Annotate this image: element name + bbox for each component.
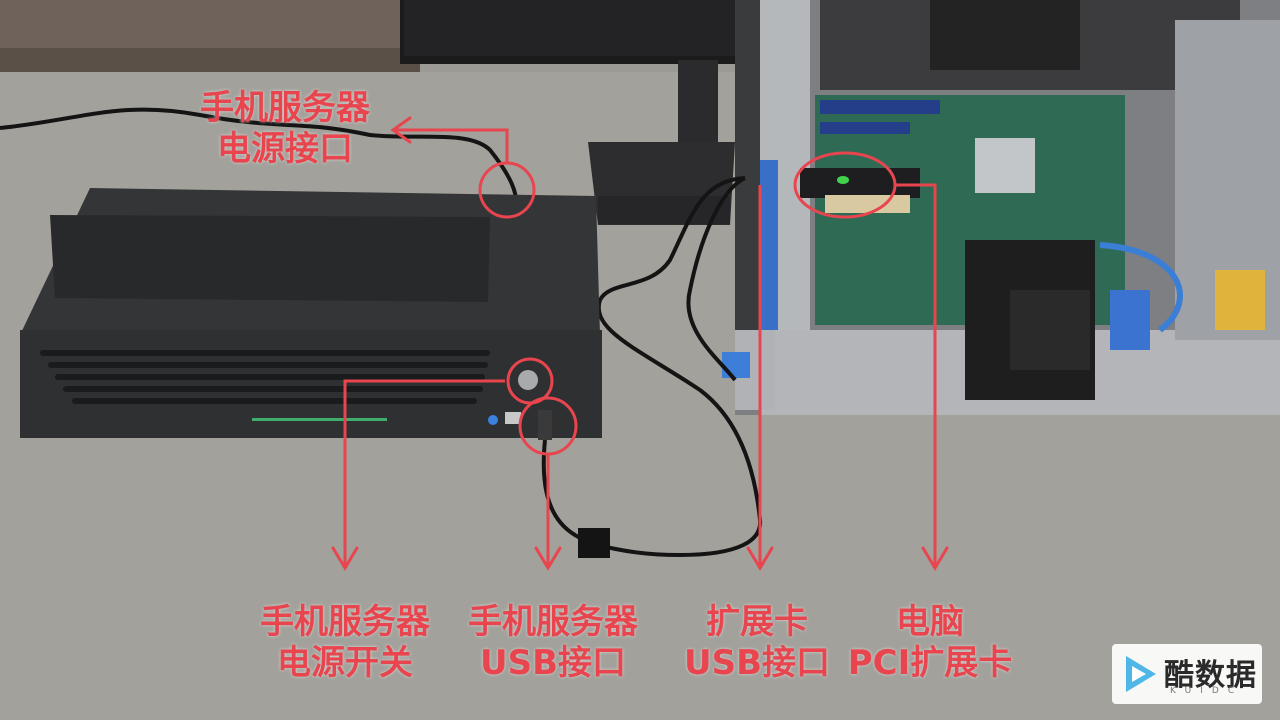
cables [0, 107, 763, 558]
label-power-port: 手机服务器 电源接口 [170, 88, 400, 170]
usb-ports-column [760, 160, 778, 330]
label-line: USB接口 [683, 642, 830, 683]
pc-tower [722, 0, 1280, 415]
watermark-logo: 酷数据 KUIDC [1112, 644, 1262, 704]
heatsink [975, 138, 1035, 193]
label-line: 电源接口 [217, 128, 353, 169]
pci-expansion-card [800, 168, 920, 213]
label-line: 手机服务器 [260, 602, 430, 642]
logo-name: 酷数据 [1164, 658, 1257, 693]
label-line: 手机服务器 [200, 88, 370, 128]
annotation-arrows [343, 128, 937, 565]
usb-plug [538, 410, 552, 440]
play-logo-icon [1126, 656, 1156, 692]
label-line: USB接口 [479, 642, 626, 683]
label-power-switch: 手机服务器 电源开关 [240, 602, 450, 684]
label-line: 扩展卡 [706, 602, 808, 642]
label-line: PCI扩展卡 [847, 642, 1013, 683]
label-line: 电源开关 [277, 642, 413, 683]
ferrite-bead [578, 528, 610, 558]
label-pci-card: 电脑 PCI扩展卡 [835, 602, 1025, 684]
label-server-usb: 手机服务器 USB接口 [448, 602, 658, 684]
led-row [252, 418, 387, 421]
power-switch-button [518, 370, 538, 390]
monitor [400, 0, 745, 225]
phone-server-box [20, 188, 602, 440]
ethernet-port [505, 412, 521, 424]
vent-holes [40, 350, 490, 404]
label-line: 手机服务器 [468, 602, 638, 642]
label-card-usb: 扩展卡 USB接口 [672, 602, 842, 684]
label-line: 电脑 [896, 602, 964, 642]
arrowheads [331, 116, 949, 571]
logo-subtitle: KUIDC [1170, 686, 1244, 696]
otg-button [488, 415, 498, 425]
